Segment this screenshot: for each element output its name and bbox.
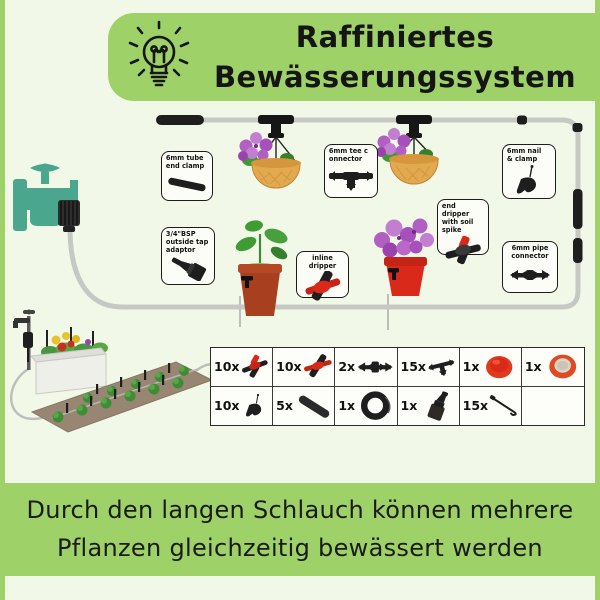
grid-cell-straight-connector: 2x xyxy=(335,348,398,387)
label-end-dripper: end dripper with soil spike xyxy=(437,199,489,264)
grid-cell-inline-dripper: 10x xyxy=(273,348,336,387)
tube-clamp xyxy=(573,189,583,229)
pot-flowers xyxy=(374,218,434,258)
tee-fitting xyxy=(396,115,432,138)
grid-cell-tube-segment: 5x xyxy=(273,386,336,425)
grid-cell-soil-spike: 15x xyxy=(460,386,522,425)
nail-clamp-icon xyxy=(246,393,262,417)
label-text: inline dripper xyxy=(308,254,337,270)
outdoor-tap xyxy=(13,163,78,231)
end-dripper-icon xyxy=(440,235,486,265)
garden-scene xyxy=(10,309,225,433)
title-line-1: Raffiniertes xyxy=(295,19,495,54)
hanging-basket xyxy=(238,132,301,189)
tube-end-clamp-icon xyxy=(164,171,210,198)
red-cap-icon xyxy=(486,355,513,378)
qty-label: 2x xyxy=(338,359,356,375)
qty-label: 1x xyxy=(338,398,356,414)
garden-tap xyxy=(13,309,35,370)
parts-quantity-grid: 10x 10x 2x xyxy=(210,347,585,426)
tee-connector-icon xyxy=(428,359,455,376)
tap-adaptor-icon xyxy=(427,390,449,421)
qty-label: 1x xyxy=(524,359,542,375)
title-line-2: Bewässerungssystem xyxy=(213,60,577,94)
qty-label: 10x xyxy=(214,359,240,375)
tube-segment-icon xyxy=(298,395,330,418)
tube-clamp xyxy=(517,115,527,125)
grid-cell-empty xyxy=(522,387,584,426)
qty-label: 15x xyxy=(462,398,489,414)
right-border-strip xyxy=(595,0,600,600)
irrigation-diagram xyxy=(10,115,583,433)
label-text: 3/4"BSP outside tap adaptor xyxy=(165,230,209,254)
pipe-connector-icon xyxy=(505,261,555,290)
end-dripper-in-pot xyxy=(388,268,399,280)
page-title: Raffiniertes Bewässerungssystem xyxy=(200,17,600,97)
label-tube-end-clamp: 6mm tube end clamp xyxy=(161,151,213,201)
label-tee-connector: 6mm tee c onnector xyxy=(324,144,378,198)
end-dripper-icon xyxy=(242,355,269,378)
title-banner: Raffiniertes Bewässerungssystem xyxy=(108,13,600,101)
label-pipe-connector: 6mm pipe connector xyxy=(502,241,558,293)
label-tap-adaptor: 3/4"BSP outside tap adaptor xyxy=(161,227,215,285)
nail-clamp-icon xyxy=(505,164,553,196)
qty-label: 1x xyxy=(400,398,418,414)
tube-clamp xyxy=(573,238,583,263)
footer-banner: Durch den langen Schlauch können mehrere… xyxy=(0,483,600,576)
grid-cell-tap-adaptor: 1x xyxy=(398,386,460,425)
label-text: end dripper with soil spike xyxy=(441,202,474,234)
grid-cell-tube-coil: 1x xyxy=(335,386,398,425)
footer-text: Durch den langen Schlauch können mehrere… xyxy=(26,496,574,562)
basket-flowers xyxy=(238,132,273,161)
grid-cell-red-cap: 1x xyxy=(459,348,522,387)
tee-connector-icon xyxy=(327,164,375,195)
inline-dripper-icon xyxy=(299,270,346,303)
straight-connector-icon xyxy=(357,361,393,373)
qty-label: 10x xyxy=(276,359,302,375)
grid-cell-tee-connector: 15x xyxy=(397,348,460,387)
tap-adaptor-icon xyxy=(164,255,212,282)
bed-plants xyxy=(52,363,189,423)
qty-label: 10x xyxy=(214,398,240,414)
potted-plant-red xyxy=(374,218,434,296)
inline-dripper-icon xyxy=(303,354,332,378)
tube-coil-icon xyxy=(361,391,391,420)
label-text: 6mm tube end clamp xyxy=(165,154,205,170)
grid-cell-nail-clamp: 10x xyxy=(211,386,274,425)
label-text: 6mm tee c onnector xyxy=(328,147,368,163)
grid-cell-filter-washer: 1x xyxy=(521,348,584,387)
qty-label: 1x xyxy=(462,359,480,375)
basket-flowers xyxy=(376,128,411,157)
tube-end-clamp xyxy=(156,115,204,125)
inline-dripper-in-pot xyxy=(241,276,253,288)
label-inline-dripper: inline dripper xyxy=(296,251,349,301)
left-border-strip xyxy=(0,0,5,600)
tap-adaptor-on-tap xyxy=(58,200,80,232)
tee-fitting xyxy=(258,115,294,138)
potted-plant-terracotta xyxy=(235,220,288,316)
flower-trough xyxy=(30,327,108,395)
qty-label: 15x xyxy=(400,359,426,375)
tube-clamp xyxy=(572,123,583,132)
qty-label: 5x xyxy=(276,398,293,414)
filter-washer-icon xyxy=(548,354,576,379)
label-text: 6mm nail & clamp xyxy=(506,147,542,163)
grid-cell-end-dripper: 10x xyxy=(211,348,274,387)
label-text: 6mm pipe connector xyxy=(511,244,549,260)
hanging-basket xyxy=(376,128,439,185)
label-nail-clamp: 6mm nail & clamp xyxy=(502,144,556,199)
soil-spike-icon xyxy=(489,394,517,416)
lightbulb-icon xyxy=(118,16,200,98)
